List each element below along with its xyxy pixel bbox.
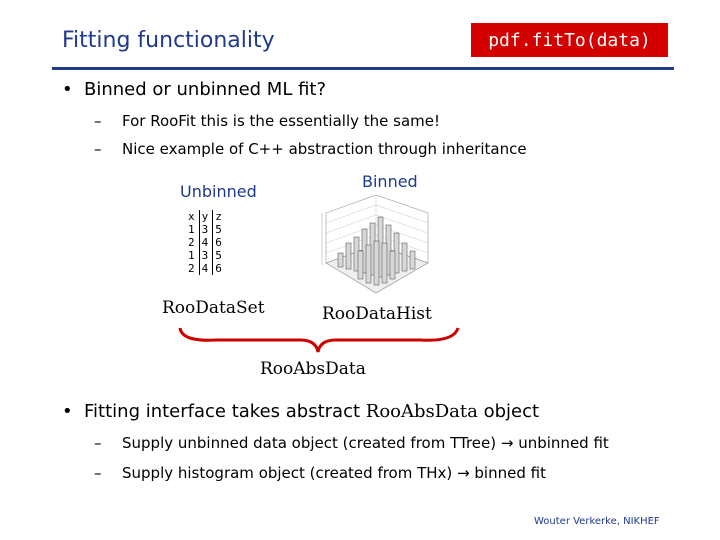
table-cell: 3	[198, 249, 213, 262]
sub-bullet-text: Supply unbinned data object (created fro…	[122, 434, 501, 452]
table-cell: 2	[188, 262, 195, 275]
title-rule	[52, 67, 674, 70]
bullet-text-suffix: object	[477, 401, 540, 422]
sub-bullet-dash: –	[94, 464, 102, 482]
table-cell: 4	[198, 262, 213, 275]
table-header-cell: y	[198, 210, 213, 223]
bullet-fitting-interface: • Fitting interface takes abstract RooAbs…	[62, 401, 539, 422]
table-cell: 3	[198, 223, 213, 236]
unbinned-data-table: x y z 1 3 5 2 4 6 1 3 5 2 4 6	[186, 210, 226, 275]
roodataset-label: RooDataSet	[162, 298, 265, 318]
sub-bullet-roofit-same: – For RooFit this is the essentially the …	[94, 112, 440, 130]
sub-bullet-text: For RooFit this is the essentially the s…	[122, 112, 440, 130]
sub-bullet-result: unbinned fit	[513, 434, 609, 452]
sub-bullet-text: Nice example of C++ abstraction through …	[122, 140, 527, 158]
table-cell: 1	[188, 249, 195, 262]
slide-title: Fitting functionality	[62, 28, 275, 53]
table-row: 2 4 6	[186, 236, 226, 249]
binned-histogram-image	[321, 194, 429, 294]
bullet-code-text: RooAbsData	[365, 401, 478, 422]
bullet-text: Binned or unbinned ML fit?	[84, 79, 327, 100]
sub-bullet-dash: –	[94, 112, 102, 130]
unbinned-label: Unbinned	[180, 182, 257, 201]
table-cell: 6	[212, 236, 226, 249]
sub-bullet-dash: –	[94, 140, 102, 158]
bullet-dot: •	[62, 401, 73, 422]
table-cell: 6	[212, 262, 226, 275]
bullet-dot: •	[62, 79, 73, 100]
curly-brace-icon	[178, 327, 460, 353]
table-row: 2 4 6	[186, 262, 226, 275]
code-label-box: pdf.fitTo(data)	[471, 23, 668, 57]
sub-bullet-result: binned fit	[469, 464, 546, 482]
sub-bullet-binned-fit: – Supply histogram object (created from T…	[94, 464, 546, 482]
rooabsdata-label: RooAbsData	[260, 359, 366, 379]
binned-label: Binned	[362, 172, 418, 191]
sub-bullet-dash: –	[94, 434, 102, 452]
table-cell: 5	[212, 249, 226, 262]
table-cell: 1	[188, 223, 195, 236]
table-row: 1 3 5	[186, 223, 226, 236]
table-header-cell: x	[188, 210, 195, 223]
table-header-row: x y z	[186, 210, 226, 223]
sub-bullet-text: Supply histogram object (created from TH…	[122, 464, 458, 482]
roodatahist-label: RooDataHist	[322, 304, 432, 324]
table-cell: 2	[188, 236, 195, 249]
arrow-right-icon: →	[500, 434, 514, 452]
table-cell: 5	[212, 223, 226, 236]
table-header-cell: z	[212, 210, 226, 223]
table-cell: 4	[198, 236, 213, 249]
table-row: 1 3 5	[186, 249, 226, 262]
sub-bullet-unbinned-fit: – Supply unbinned data object (created fr…	[94, 434, 609, 452]
arrow-right-icon: →	[457, 464, 470, 482]
footer-author: Wouter Verkerke, NIKHEF	[534, 516, 660, 527]
bullet-binned-unbinned: • Binned or unbinned ML fit?	[62, 79, 326, 100]
sub-bullet-abstraction: – Nice example of C++ abstraction through…	[94, 140, 527, 158]
bullet-text: Fitting interface takes abstract	[84, 401, 366, 422]
